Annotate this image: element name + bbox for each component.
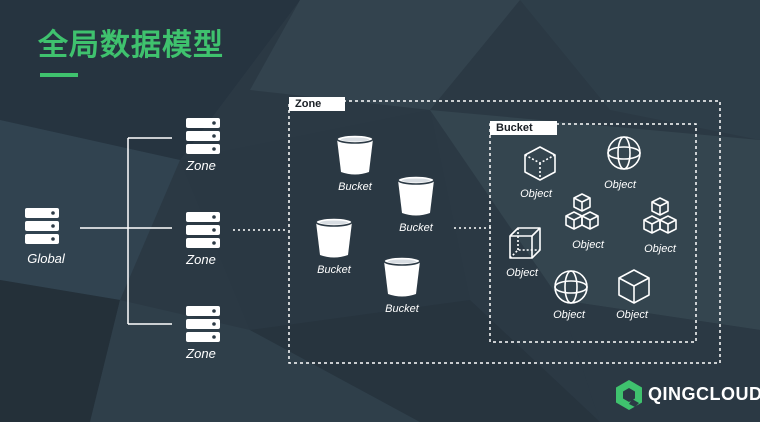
bucket-label: Bucket: [399, 222, 433, 234]
bucket-label: Bucket: [317, 264, 351, 276]
zone-server-icon: [186, 306, 220, 342]
bucket-box-label: Bucket: [490, 121, 557, 135]
cube-icon: [509, 227, 541, 259]
object-label: Object: [644, 243, 676, 255]
zone-server-icon: [186, 212, 220, 248]
sphere-icon: [607, 136, 641, 170]
zone-label: Zone: [186, 346, 216, 361]
zone-server-icon: [186, 118, 220, 154]
bucket-label: Bucket: [385, 303, 419, 315]
object-label: Object: [520, 188, 552, 200]
sphere-icon: [554, 270, 588, 304]
box-icon: [524, 146, 556, 181]
object-label: Object: [616, 309, 648, 321]
title-underline: [40, 73, 78, 77]
qingcloud-logo-text: QINGCLOUD: [648, 384, 760, 404]
zone-box-label: Zone: [289, 97, 346, 111]
qingcloud-logo-icon: [616, 380, 642, 410]
global-server-icon: [25, 208, 59, 244]
stacked-boxes-icon: [643, 197, 677, 234]
bucket-icon: [383, 256, 421, 298]
bucket-icon: [336, 134, 374, 176]
tree-connector: [80, 137, 172, 325]
object-label: Object: [553, 309, 585, 321]
page-title: 全局数据模型: [38, 28, 224, 63]
zone-container: [288, 100, 721, 364]
object-label: Object: [604, 179, 636, 191]
bucket-container: [489, 123, 697, 343]
bucket-icon: [315, 217, 353, 259]
box-icon: [618, 269, 650, 304]
object-label: Object: [506, 267, 538, 279]
object-label: Object: [572, 239, 604, 251]
zone-label: Zone: [186, 158, 216, 173]
bucket-label: Bucket: [338, 181, 372, 193]
bucket-icon: [397, 175, 435, 217]
stacked-boxes-icon: [565, 193, 599, 230]
zone-label: Zone: [186, 252, 216, 267]
global-label: Global: [27, 251, 65, 266]
